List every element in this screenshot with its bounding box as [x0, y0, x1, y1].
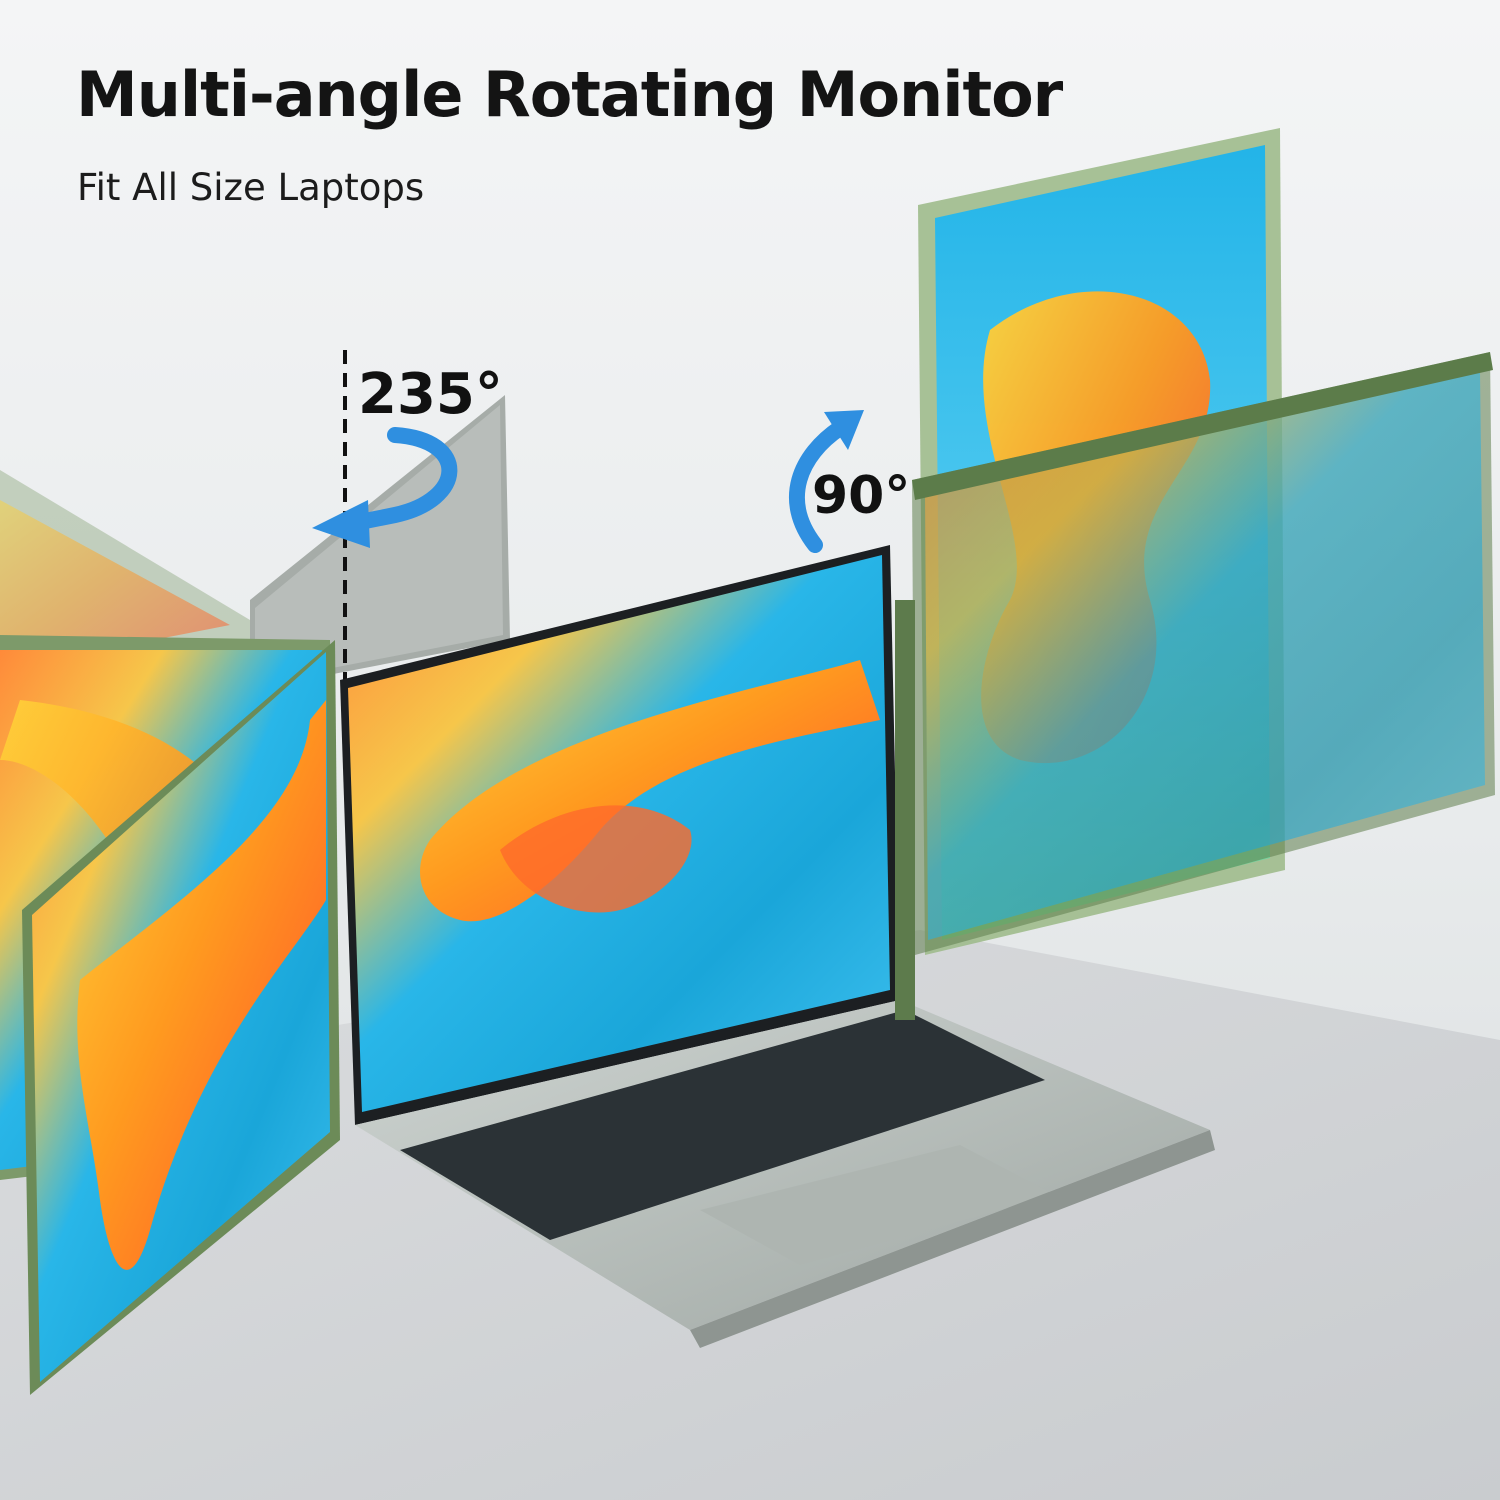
rotation-arrow-90-icon — [789, 410, 864, 553]
monitor-hinge — [895, 600, 915, 1020]
left-monitor-rotated — [0, 395, 510, 1395]
page-title: Multi-angle Rotating Monitor — [76, 58, 1063, 131]
right-monitor-landscape — [912, 352, 1495, 955]
rotation-arrow-235-icon — [312, 427, 458, 548]
laptop — [340, 545, 1215, 1348]
rotation-235-label: 235° — [358, 362, 503, 427]
rotation-90-label: 90° — [812, 466, 911, 526]
page-subtitle: Fit All Size Laptops — [77, 166, 425, 209]
